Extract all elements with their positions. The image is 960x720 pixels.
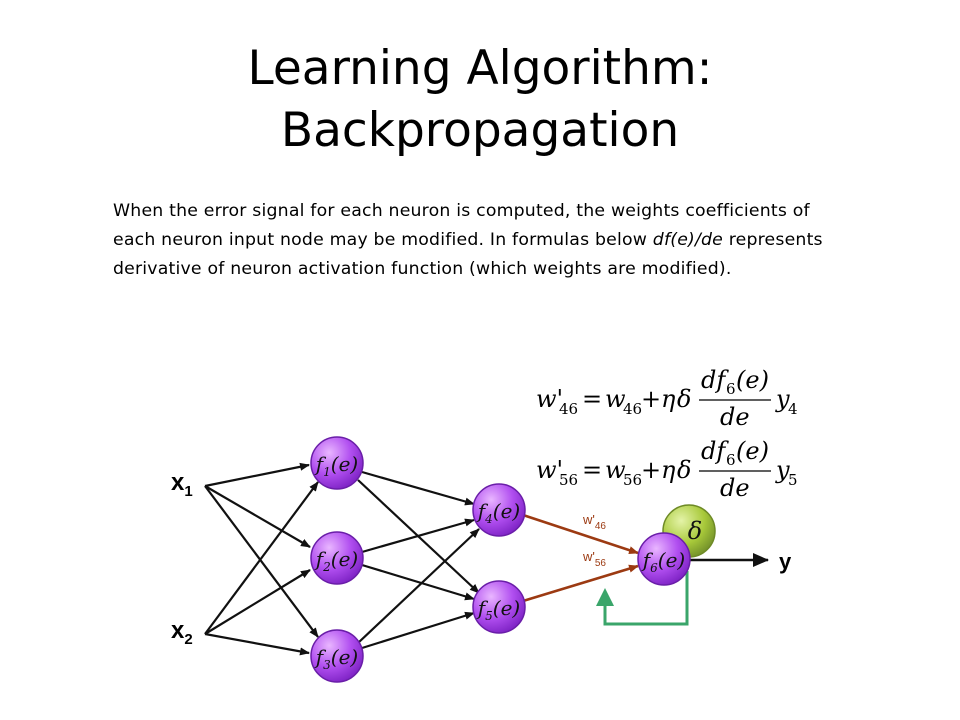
formula-num-df: df bbox=[701, 366, 729, 394]
edge-w56 bbox=[522, 564, 639, 603]
svg-text:f4(e): f4(e) bbox=[476, 499, 521, 526]
input-x2-label: x2 bbox=[171, 617, 193, 648]
paragraph-text-before: When the error signal for each neuron is… bbox=[113, 201, 810, 250]
formula-y: y bbox=[775, 456, 790, 484]
edge-f3-f5 bbox=[361, 611, 475, 650]
edge-x1-f1 bbox=[204, 462, 310, 488]
svg-text:f5(e): f5(e) bbox=[476, 596, 521, 623]
svg-text:f2(e): f2(e) bbox=[314, 547, 359, 574]
formula-y-sub: 5 bbox=[788, 471, 798, 489]
neuron-f1: f1(e) bbox=[310, 436, 364, 490]
edge-x2-f1 bbox=[204, 481, 319, 635]
neuron-f6: f6(e) bbox=[637, 532, 691, 586]
formula-num-arg: (e) bbox=[736, 366, 769, 394]
edge-x2-f3 bbox=[204, 632, 310, 656]
formula-num-sub: 6 bbox=[726, 451, 736, 469]
formula-rhs-sub: 56 bbox=[623, 471, 642, 489]
weight-label-w46: w'46 bbox=[582, 512, 606, 532]
formula-rhs-w: w bbox=[605, 456, 626, 484]
edge-f2-f4 bbox=[361, 518, 475, 554]
edge-f2-f5 bbox=[361, 563, 475, 601]
formula-equals: = bbox=[582, 385, 602, 413]
feedback-loop bbox=[603, 571, 689, 626]
weight-label-w56: w'56 bbox=[582, 549, 606, 569]
neuron-f2: f2(e) bbox=[310, 531, 364, 585]
formula-plus: + bbox=[641, 456, 661, 484]
formula-lhs-w: w' bbox=[536, 385, 563, 413]
formula-delta: δ bbox=[677, 385, 691, 413]
formula-den: de bbox=[720, 474, 750, 502]
formula-den: de bbox=[720, 403, 750, 431]
neuron-f5: f5(e) bbox=[472, 580, 526, 634]
edge-f1-f4 bbox=[361, 470, 475, 506]
svg-text:f6(e): f6(e) bbox=[641, 548, 686, 575]
input-x1-label: x1 bbox=[171, 469, 193, 500]
explanation-paragraph: When the error signal for each neuron is… bbox=[113, 197, 833, 284]
formula-num-sub: 6 bbox=[726, 380, 736, 398]
delta-symbol: δ bbox=[688, 517, 702, 545]
formula-y: y bbox=[775, 385, 790, 413]
input-connections bbox=[204, 462, 319, 656]
formula-eta: η bbox=[661, 456, 676, 484]
feedback-arrowhead bbox=[596, 588, 614, 606]
svg-text:f3(e): f3(e) bbox=[314, 645, 359, 672]
weight-labels: w'46 w'56 bbox=[582, 512, 606, 569]
edge-x1-f3 bbox=[204, 485, 319, 638]
neuron-f4: f4(e) bbox=[472, 483, 526, 537]
formula-lhs-sub: 56 bbox=[559, 471, 578, 489]
edge-x1-f2 bbox=[204, 485, 311, 548]
formula-num-arg: (e) bbox=[736, 437, 769, 465]
edge-f3-f4 bbox=[357, 528, 480, 644]
edge-x2-f2 bbox=[204, 569, 311, 635]
svg-text:f1(e): f1(e) bbox=[314, 452, 359, 479]
formula-w46: w' 46 = w 46 + η δ df 6 (e) de y 4 bbox=[536, 366, 798, 431]
title-line-1: Learning Algorithm: bbox=[247, 41, 713, 96]
formula-lhs-w: w' bbox=[536, 456, 563, 484]
formula-delta: δ bbox=[677, 456, 691, 484]
hidden-connections bbox=[357, 470, 480, 650]
formula-equals: = bbox=[582, 456, 602, 484]
slide-title: Learning Algorithm: Backpropagation bbox=[0, 38, 960, 162]
formula-num-df: df bbox=[701, 437, 729, 465]
formula-eta: η bbox=[661, 385, 676, 413]
formula-rhs-w: w bbox=[605, 385, 626, 413]
formula-w56: w' 56 = w 56 + η δ df 6 (e) de y 5 bbox=[536, 437, 798, 502]
paragraph-term: df(e)/de bbox=[652, 230, 723, 250]
paragraph-text-after: represents derivative of neuron activati… bbox=[113, 230, 823, 279]
formula-lhs-sub: 46 bbox=[559, 400, 578, 418]
output-label: y bbox=[779, 549, 792, 574]
title-line-2: Backpropagation bbox=[280, 103, 680, 158]
formula-plus: + bbox=[641, 385, 661, 413]
edge-w46 bbox=[522, 513, 639, 555]
neuron-f3: f3(e) bbox=[310, 629, 364, 683]
formula-rhs-sub: 46 bbox=[623, 400, 642, 418]
formula-y-sub: 4 bbox=[788, 400, 798, 418]
